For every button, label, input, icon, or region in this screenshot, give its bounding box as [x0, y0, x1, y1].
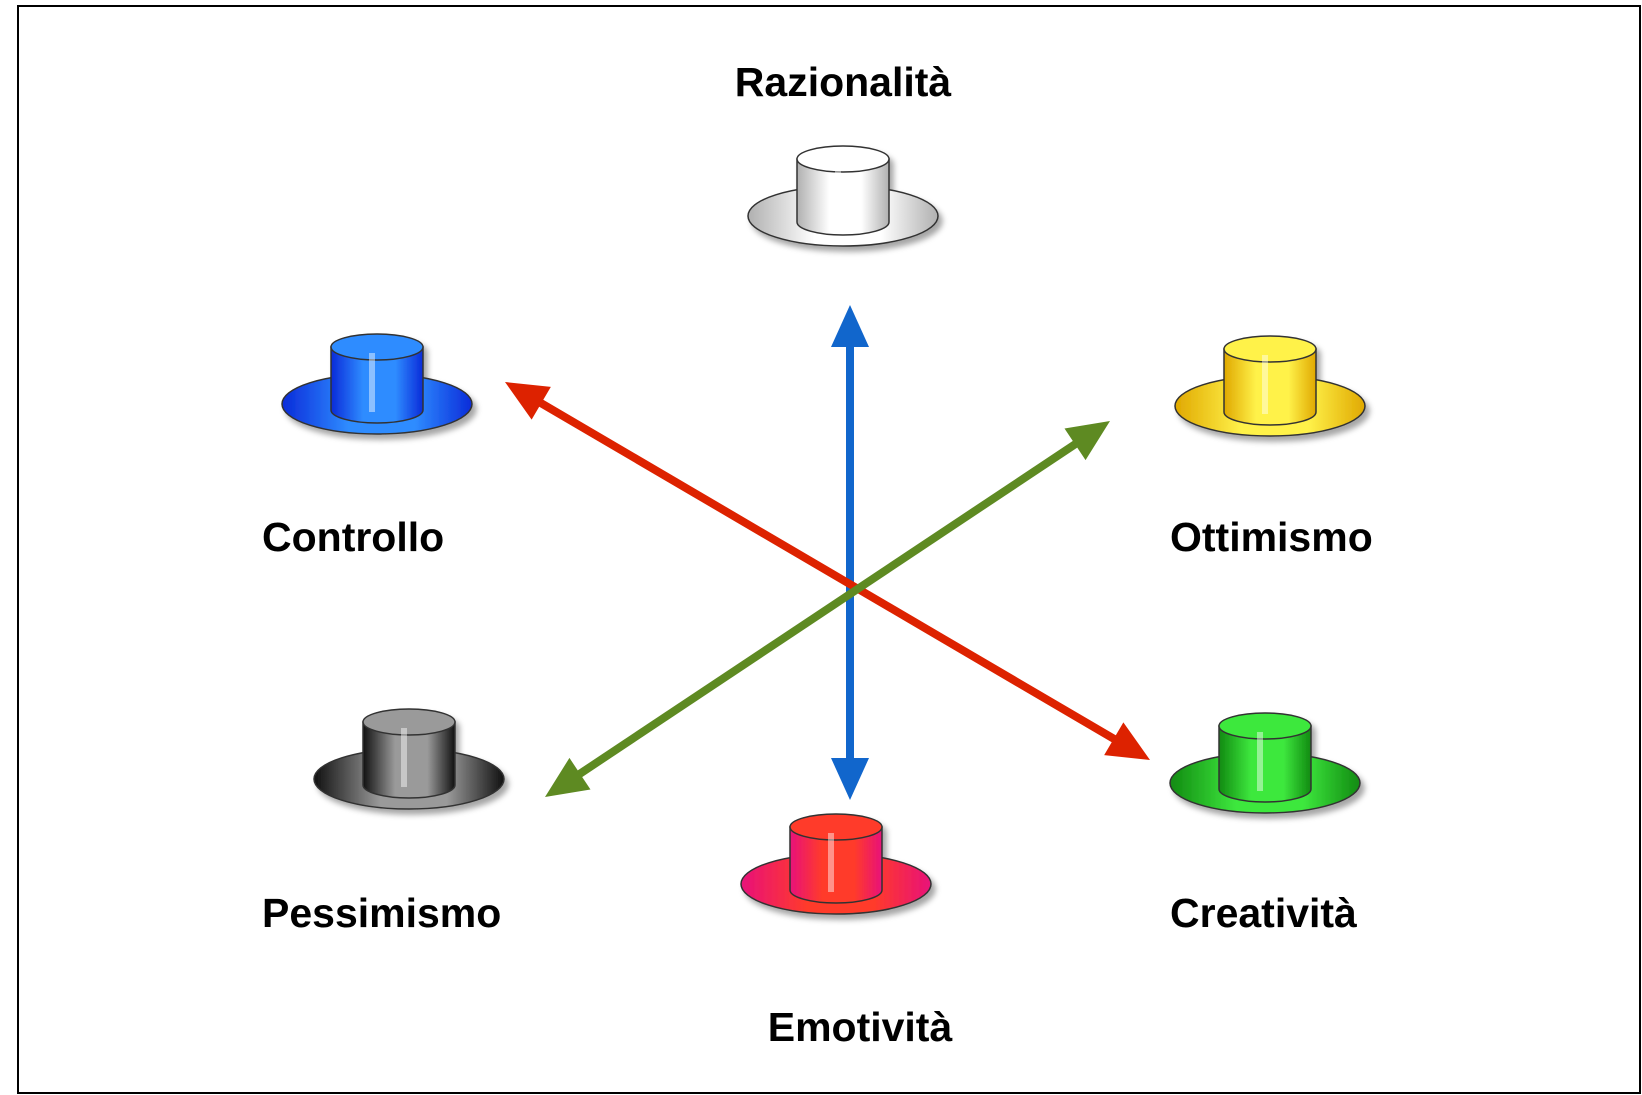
label-pessimismo: Pessimismo — [262, 890, 502, 936]
label-razionalita: Razionalità — [734, 59, 952, 105]
hat-black-icon — [313, 708, 505, 810]
arrows — [505, 305, 1150, 800]
hat-yellow-icon — [1174, 335, 1366, 437]
hat-green-icon — [1169, 712, 1361, 814]
arrow-white-red — [831, 305, 869, 800]
label-controllo: Controllo — [262, 514, 445, 560]
label-ottimismo: Ottimismo — [1170, 514, 1373, 560]
frame-border — [17, 5, 1641, 1094]
label-emotivita: Emotività — [767, 1004, 953, 1050]
hat-red-icon — [740, 813, 932, 915]
hat-blue-icon — [281, 333, 473, 435]
hat-white-icon — [747, 145, 939, 247]
arrow-black-yellow — [545, 421, 1110, 797]
label-creativita: Creatività — [1170, 890, 1357, 936]
hats — [281, 145, 1366, 915]
arrow-blue-green — [505, 382, 1150, 760]
